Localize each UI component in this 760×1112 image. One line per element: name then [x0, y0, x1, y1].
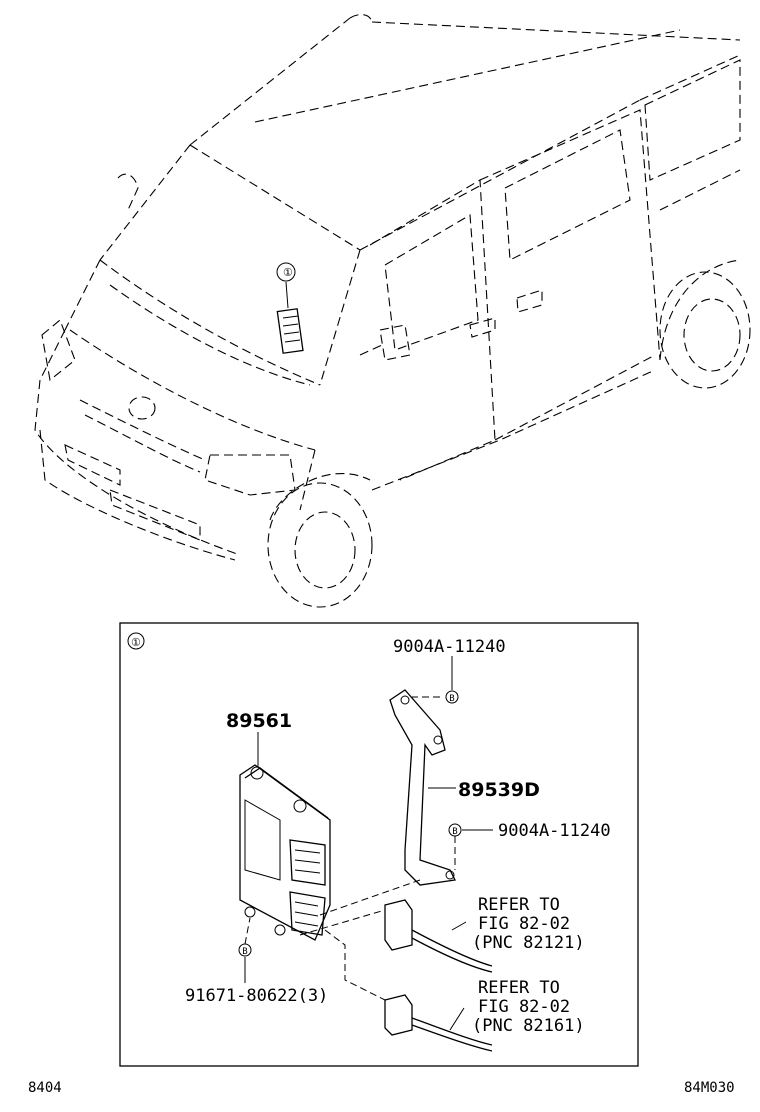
- callout-circle-detail: [127, 632, 145, 650]
- label-89561: 89561: [226, 710, 292, 732]
- ecu-unit-89561: [239, 764, 331, 941]
- connector-82121: [384, 899, 493, 973]
- callout-circle-van: [276, 262, 296, 282]
- refer1-line1: REFER TO: [478, 895, 560, 915]
- bolt-symbol-right: B: [448, 823, 462, 837]
- svg-text:B: B: [452, 827, 457, 837]
- refer2-line1: REFER TO: [478, 978, 560, 998]
- leader-82121: [451, 921, 467, 931]
- refer1-line3: (PNC 82121): [472, 933, 585, 953]
- bolt-symbol-ecu: B: [238, 943, 252, 957]
- bolt-symbol-top: B: [445, 690, 459, 704]
- svg-text:B: B: [242, 947, 247, 957]
- refer2-line3: (PNC 82161): [472, 1016, 585, 1036]
- footer-left-code: 8404: [28, 1080, 62, 1096]
- leader-ecu-nut: [244, 917, 251, 945]
- leader-82161: [449, 1007, 465, 1031]
- label-9004A-11240-right: 9004A-11240: [498, 821, 611, 841]
- footer-right-code: 84M030: [684, 1080, 735, 1096]
- bracket-89539D: [389, 689, 456, 886]
- connector-82161: [384, 994, 493, 1052]
- refer1-line2: FIG 82-02: [478, 914, 570, 934]
- label-91671-80622: 91671-80622(3): [185, 986, 328, 1006]
- route-ecu-connector1: [299, 909, 386, 936]
- svg-text:B: B: [449, 694, 454, 704]
- ecu-location-mark: [276, 308, 304, 354]
- detail-frame: [119, 622, 639, 1067]
- callout-marker-detail: ①: [131, 636, 141, 649]
- refer2-line2: FIG 82-02: [478, 997, 570, 1017]
- callout-marker-van: ①: [283, 266, 293, 279]
- label-9004A-11240-top: 9004A-11240: [393, 637, 506, 657]
- van-illustration: [34, 13, 751, 608]
- route-ecu-connector2: [324, 929, 386, 1001]
- label-89539D: 89539D: [458, 779, 540, 801]
- route-ecu-bracket: [319, 879, 421, 916]
